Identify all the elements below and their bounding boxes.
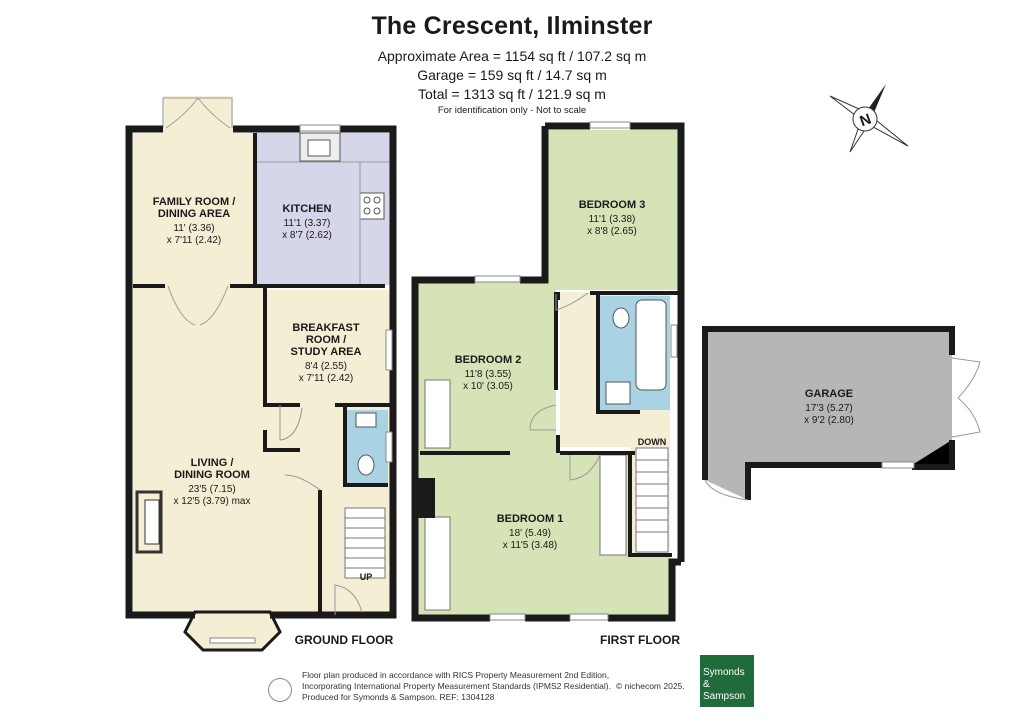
breakfast-name-2: ROOM /: [306, 334, 346, 346]
garage-area: Garage = 159 sq ft / 14.7 sq m: [417, 67, 607, 83]
bedroom-1-name: BEDROOM 1: [497, 513, 564, 525]
living-room-name-2: DINING ROOM: [174, 469, 250, 481]
stairs-up-label: UP: [360, 572, 373, 582]
breakfast-room-area: [263, 290, 390, 405]
bedroom-1-dim-2: x 11'5 (3.48): [503, 540, 558, 551]
family-room-name-1: FAMILY ROOM /: [153, 196, 236, 208]
footer-line-2: Incorporating International Property Mea…: [302, 681, 611, 691]
living-room-dim-2: x 12'5 (3.79) max: [174, 496, 251, 507]
kitchen-dim-2: x 8'7 (2.62): [282, 230, 332, 241]
logo-line-1: Symonds: [703, 667, 745, 678]
family-room-dim-2: x 7'11 (2.42): [167, 235, 222, 246]
breakfast-dim-1: 8'4 (2.55): [305, 361, 347, 372]
family-room-area: [133, 133, 255, 285]
living-room-name-1: LIVING /: [191, 457, 234, 469]
garage-name: GARAGE: [805, 388, 853, 400]
compass-icon: N: [829, 84, 909, 153]
ground-floor-label: GROUND FLOOR: [295, 633, 394, 647]
ground-floor: [125, 96, 397, 652]
kitchen-dim-1: 11'1 (3.37): [284, 218, 331, 229]
bedroom-2-dim-2: x 10' (3.05): [463, 381, 513, 392]
first-floor: [411, 121, 685, 622]
bedroom-3-area: [548, 130, 678, 290]
brand-logo: Symonds & Sampson: [700, 655, 754, 707]
stairs-down-label: DOWN: [638, 437, 667, 447]
logo-line-2: & Sampson: [703, 679, 746, 702]
breakfast-dim-2: x 7'11 (2.42): [299, 373, 354, 384]
measurement-logo-icon: [268, 678, 292, 702]
kitchen-name: KITCHEN: [283, 203, 332, 215]
family-room-dim-1: 11' (3.36): [173, 223, 214, 234]
approximate-area: Approximate Area = 1154 sq ft / 107.2 sq…: [377, 48, 647, 64]
bedroom-3-dim-2: x 8'8 (2.65): [587, 226, 637, 237]
bedroom-2-dim-1: 11'8 (3.55): [465, 369, 512, 380]
footer-line-3: Produced for Symonds & Sampson. REF: 130…: [302, 692, 495, 702]
breakfast-name-3: STUDY AREA: [291, 346, 362, 358]
breakfast-name-1: BREAKFAST: [292, 322, 360, 334]
garage: [702, 326, 981, 501]
garage-dim-2: x 9'2 (2.80): [804, 415, 854, 426]
living-room-dim-1: 23'5 (7.15): [188, 484, 236, 495]
page-title: The Crescent, Ilminster: [371, 12, 653, 40]
disclaimer: For identification only - Not to scale: [437, 105, 587, 116]
living-room-area: [133, 285, 263, 615]
total-area: Total = 1313 sq ft / 121.9 sq m: [418, 86, 606, 102]
bedroom-1-dim-1: 18' (5.49): [509, 528, 551, 539]
bedroom-3-name: BEDROOM 3: [579, 199, 646, 211]
bedroom-3-dim-1: 11'1 (3.38): [589, 214, 636, 225]
bedroom-2-name: BEDROOM 2: [455, 354, 522, 366]
footer-note: Floor plan produced in accordance with R…: [302, 670, 611, 703]
footer-credit: © nichecom 2025.: [616, 681, 685, 691]
family-room-name-2: DINING AREA: [158, 208, 230, 220]
first-floor-label: FIRST FLOOR: [600, 633, 680, 647]
footer-line-1: Floor plan produced in accordance with R…: [302, 670, 610, 680]
garage-dim-1: 17'3 (5.27): [805, 403, 853, 414]
